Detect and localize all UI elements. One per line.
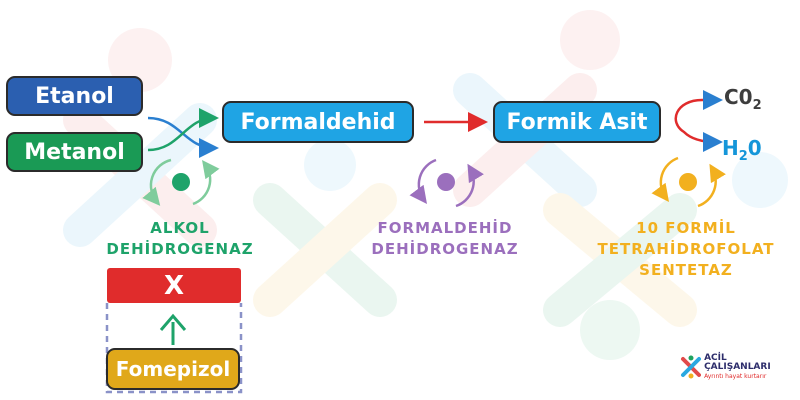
inhibition-block-bar: X <box>107 268 241 303</box>
formaldehid-label: Formaldehid <box>240 109 396 135</box>
h2o-product: H20 <box>722 136 762 164</box>
formik-asit-label: Formik Asit <box>506 109 648 135</box>
logo-name: ACİL ÇALIŞANLARI <box>704 352 771 372</box>
acil-calisanlari-logo: ACİL ÇALIŞANLARI Ayrıntı hayat kurtarır <box>679 352 789 382</box>
fomepizol-box: Fomepizol <box>106 348 240 390</box>
enzyme-cycle-formaldehid <box>409 158 484 208</box>
enzyme-formil-sentetaz: 10 FORMİL TETRAHİDROFOLAT SENTETAZ <box>597 219 775 279</box>
formaldehid-box: Formaldehid <box>222 101 414 143</box>
logo-icon <box>681 355 701 379</box>
co2-product: C02 <box>724 85 762 113</box>
metanol-label: Metanol <box>24 139 125 165</box>
etanol-label: Etanol <box>35 83 114 109</box>
enzyme-cycle-alkol <box>142 158 220 206</box>
enzyme-alkol-dehidrogenaz: ALKOL DEHİDROGENAZ <box>106 219 254 258</box>
etanol-box: Etanol <box>6 76 143 116</box>
inhibition-arrow <box>159 313 187 345</box>
inhibitor-dashed-frame <box>105 303 243 394</box>
metanol-box: Metanol <box>6 132 143 172</box>
formik-asit-box: Formik Asit <box>493 101 661 143</box>
arrow-formik-branch <box>674 98 717 144</box>
arrow-metanol-to-formaldehid <box>147 108 219 152</box>
enzyme-cycle-formil <box>651 156 726 208</box>
block-x-symbol: X <box>163 270 185 301</box>
arrow-etanol-to-formaldehid <box>147 116 219 158</box>
enzyme-formaldehid-dehidrogenaz: FORMALDEHİD DEHİDROGENAZ <box>371 219 519 258</box>
logo-tagline: Ayrıntı hayat kurtarır <box>704 372 767 380</box>
fomepizol-label: Fomepizol <box>115 357 231 381</box>
